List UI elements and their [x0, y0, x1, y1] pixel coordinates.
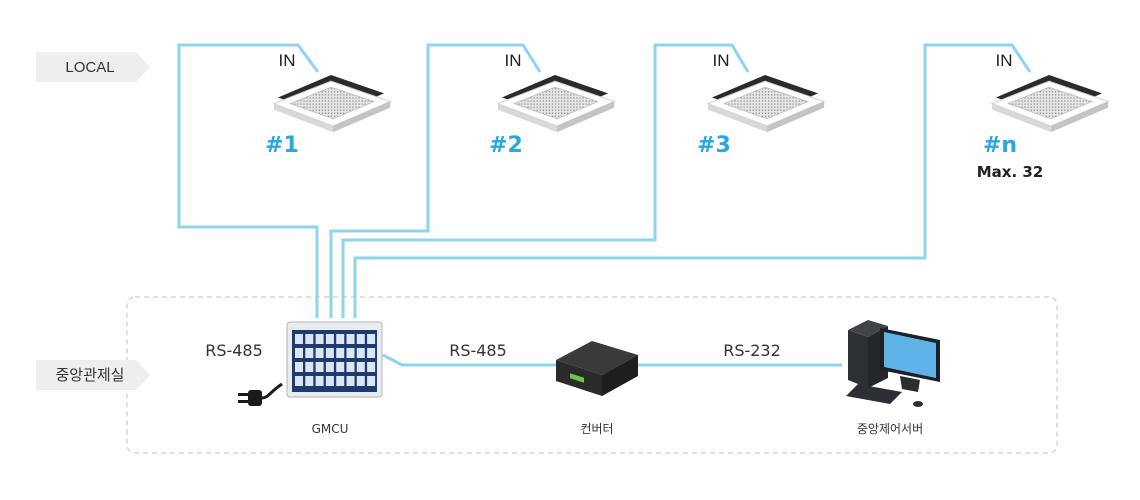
wire-unit-n [353, 43, 1032, 318]
unit-number-3: #3 [697, 133, 731, 158]
wiring [177, 43, 1032, 367]
gmcu-panel-cell [295, 348, 303, 358]
power-plug-icon [248, 390, 262, 406]
gmcu-panel-cell [346, 334, 355, 344]
gmcu-panel-cell [356, 376, 365, 386]
unit-max-note: Max. 32 [977, 163, 1044, 181]
converter-device: 컨버터 [556, 341, 638, 436]
indoor-unit-2: #2 [489, 74, 615, 158]
gmcu-panel-cell [305, 376, 314, 386]
gmcu-panel-cell [315, 376, 324, 386]
indoor-unit-3: #3 [697, 74, 825, 158]
indoor-unit-n: #n Max. 32 [977, 74, 1109, 181]
gmcu-panel-cell [325, 348, 334, 358]
gmcu-panel-cell [305, 334, 314, 344]
gmcu-panel-cell [295, 334, 303, 344]
port-label-n: IN [996, 51, 1013, 70]
zone-tag-central: 중앙관제실 [36, 360, 150, 390]
device-label-gmcu: GMCU [312, 422, 349, 436]
gmcu-panel-cell [325, 334, 334, 344]
server-device: 중앙제어서버 [846, 320, 940, 436]
port-label-2: IN [505, 51, 522, 70]
unit-number-1: #1 [265, 133, 299, 158]
gmcu-panel-cell [325, 362, 334, 372]
gmcu-panel-cell [356, 334, 365, 344]
device-label-converter: 컨버터 [580, 422, 613, 436]
gmcu-device: RS-485 GMCU [205, 321, 383, 436]
zone-label-central: 중앙관제실 [55, 367, 124, 384]
wire-unit-3 [341, 43, 750, 318]
gmcu-panel-cell [367, 348, 376, 358]
gmcu-panel-cell [315, 334, 324, 344]
gmcu-panel-cell [346, 348, 355, 358]
gmcu-panel-cell [305, 362, 314, 372]
wire-unit-1 [177, 43, 320, 318]
gmcu-panel-cell [346, 362, 355, 372]
gmcu-panel-cell [336, 376, 345, 386]
unit-number-2: #2 [489, 133, 523, 158]
gmcu-panel-cell [336, 362, 345, 372]
wire-gmcu-converter [382, 353, 558, 367]
gmcu-panel-cell [356, 348, 365, 358]
gmcu-panel-cell [295, 376, 303, 386]
power-cord [261, 382, 283, 400]
link-label-power-side: RS-485 [205, 341, 263, 360]
gmcu-panel-cell [367, 376, 376, 386]
gmcu-panel-cell [367, 362, 376, 372]
port-label-3: IN [713, 51, 730, 70]
gmcu-panel-cell [367, 334, 376, 344]
link-label-gmcu-converter: RS-485 [449, 341, 507, 360]
gmcu-panel-cell [315, 348, 324, 358]
gmcu-panel-cell [336, 334, 345, 344]
gmcu-panel-cell [356, 362, 365, 372]
gmcu-panel-cell [336, 348, 345, 358]
gmcu-panel-cell [295, 362, 303, 372]
unit-number-n: #n [983, 133, 1017, 158]
device-label-server: 중앙제어서버 [857, 422, 923, 436]
indoor-unit-1: #1 [265, 74, 391, 158]
gmcu-panel-cell [305, 348, 314, 358]
link-label-converter-server: RS-232 [723, 341, 781, 360]
port-label-1: IN [279, 51, 296, 70]
zone-tag-local: LOCAL [36, 52, 150, 82]
gmcu-panel-cell [346, 376, 355, 386]
wire-unit-2 [329, 43, 542, 318]
gmcu-panel-cell [325, 376, 334, 386]
zone-label-local: LOCAL [65, 59, 114, 76]
gmcu-panel-cell [315, 362, 324, 372]
